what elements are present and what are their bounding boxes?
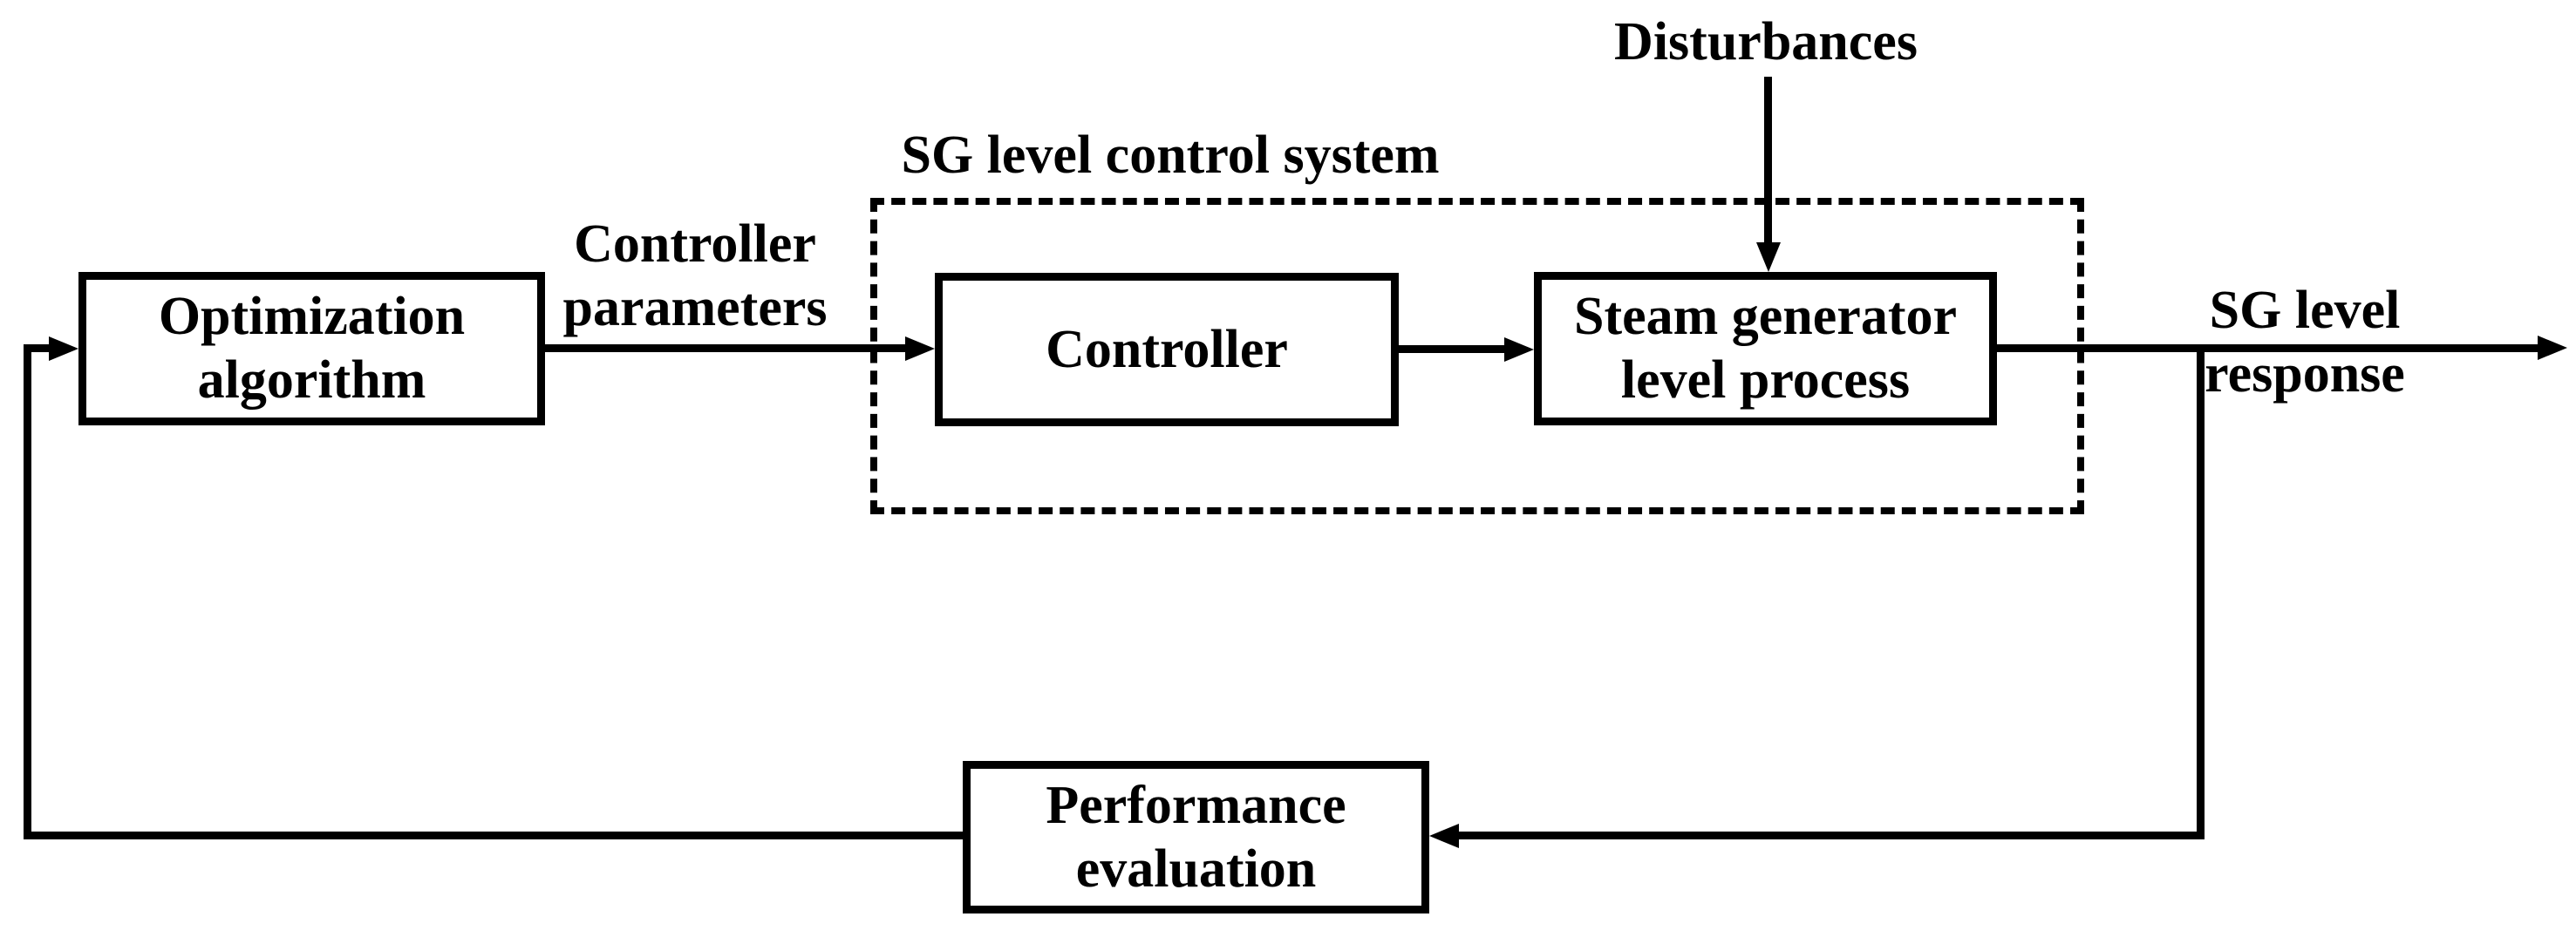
feedback-branch-down-line	[2197, 345, 2205, 839]
steam-generator-block: Steam generator level process	[1534, 272, 1997, 425]
sg-output-arrowhead-icon	[2538, 336, 2567, 360]
performance-evaluation-block: Performance evaluation	[963, 761, 1429, 913]
sg-output-arrow-line	[1997, 344, 2539, 352]
controller-parameters-arrow-line	[545, 344, 905, 352]
controller-block: Controller	[935, 273, 1399, 426]
sg-control-system-title: SG level control system	[901, 126, 1440, 185]
disturbances-arrowhead-icon	[1756, 242, 1781, 272]
optimization-algorithm-label: Optimization algorithm	[158, 287, 466, 410]
sg-control-system-dashed-box	[870, 198, 2084, 514]
feedback-left-up-line	[24, 344, 31, 839]
steam-generator-label: Steam generator level process	[1574, 287, 1957, 410]
sg-level-response-label: SG level response	[2205, 281, 2405, 404]
disturbances-arrow-line	[1764, 77, 1772, 246]
controller-label: Controller	[1046, 319, 1288, 379]
controller-parameters-arrowhead-icon	[905, 336, 935, 361]
feedback-to-performance-arrowhead-icon	[1429, 824, 1459, 848]
performance-evaluation-label: Performance evaluation	[1046, 775, 1346, 899]
controller-to-steam-generator-arrowhead-icon	[1504, 337, 1534, 362]
performance-output-line	[24, 832, 963, 839]
controller-parameters-label: Controller parameters	[562, 214, 828, 337]
controller-to-steam-generator-arrow-line	[1399, 345, 1508, 353]
feedback-to-optimization-line	[24, 344, 52, 352]
optimization-algorithm-block: Optimization algorithm	[78, 272, 545, 425]
disturbances-label: Disturbances	[1614, 12, 1918, 71]
feedback-to-optimization-arrowhead-icon	[49, 336, 78, 361]
feedback-to-performance-line	[1456, 832, 2205, 839]
